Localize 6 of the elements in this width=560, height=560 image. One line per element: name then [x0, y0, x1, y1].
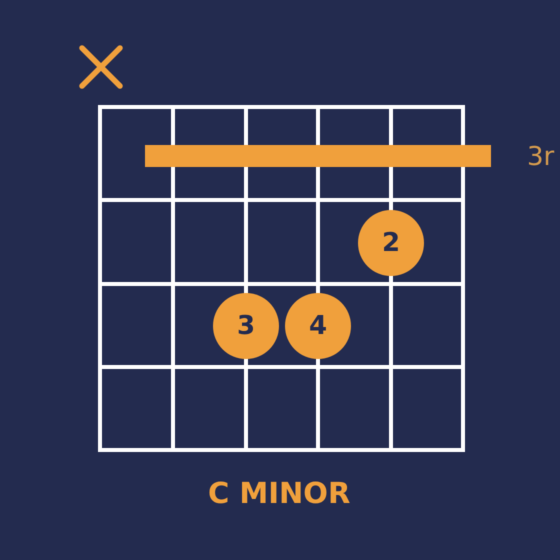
barre-bar	[145, 145, 491, 167]
finger-number-circle: 4	[285, 293, 351, 359]
finger-number-circle: 2	[358, 210, 424, 276]
finger-number-circle: 3	[213, 293, 279, 359]
fret-label: 3r	[527, 142, 554, 172]
chord-title: C MINOR	[208, 476, 350, 510]
